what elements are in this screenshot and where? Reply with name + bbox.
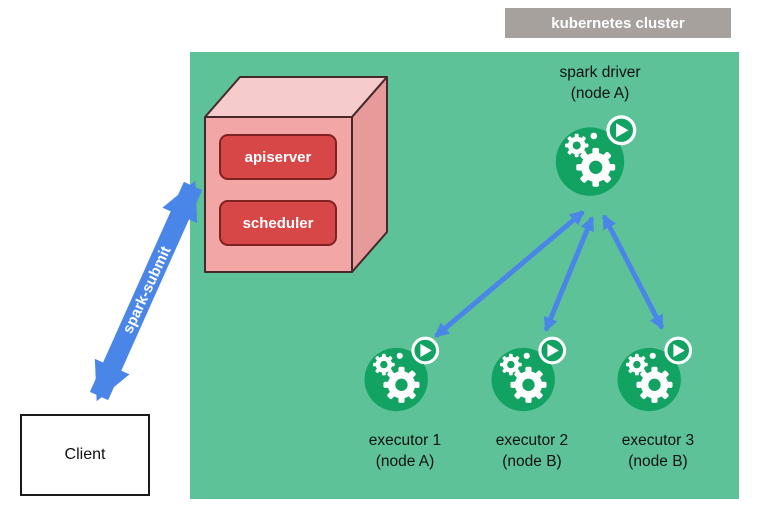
client-label: Client xyxy=(64,446,106,463)
executor-1-node: (node A) xyxy=(375,453,435,470)
executor-3-node: (node B) xyxy=(628,453,688,470)
kubernetes-cluster-label: kubernetes cluster xyxy=(505,8,731,38)
executor-3-icon xyxy=(614,332,702,413)
spark-driver-label: spark driver (node A) xyxy=(520,62,680,104)
executor-1-name: executor 1 xyxy=(368,432,442,449)
scheduler-box: scheduler xyxy=(219,200,337,246)
spark-driver-node: (node A) xyxy=(570,85,630,102)
spark-driver-name: spark driver xyxy=(559,64,641,81)
executor-2-node: (node B) xyxy=(502,453,562,470)
executor-3-label: executor 3 (node B) xyxy=(583,430,733,472)
client-box: Client xyxy=(20,414,150,496)
apiserver-box: apiserver xyxy=(219,134,337,180)
executor-2-name: executor 2 xyxy=(495,432,569,449)
executor-1-label: executor 1 (node A) xyxy=(330,430,480,472)
executor-2-label: executor 2 (node B) xyxy=(457,430,607,472)
executor-2-icon xyxy=(488,332,576,413)
spark-driver-icon xyxy=(552,110,647,198)
executor-1-icon xyxy=(361,332,449,413)
executor-3-name: executor 3 xyxy=(621,432,695,449)
spark-submit-label: spark-submit xyxy=(119,243,175,337)
